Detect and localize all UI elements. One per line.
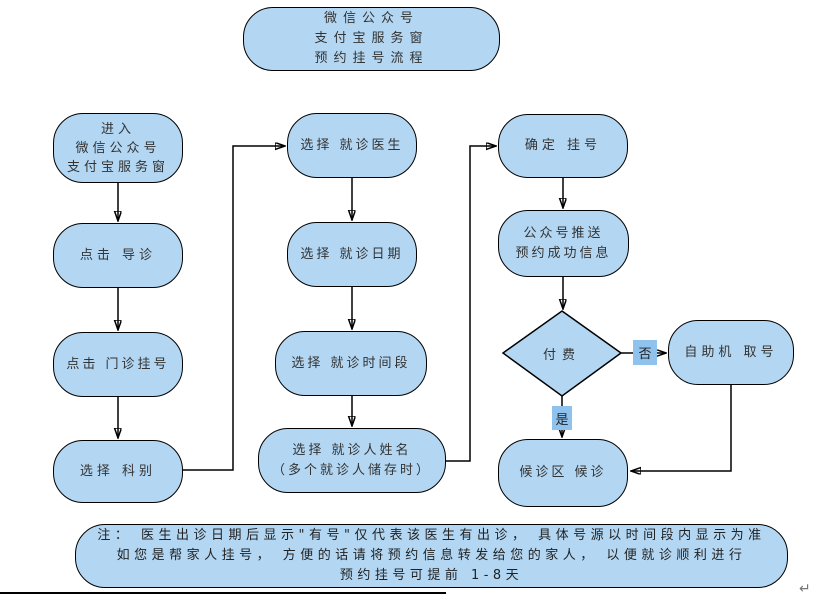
node-select-timeslot: 选择 就诊时间段 bbox=[275, 331, 427, 396]
page-bottom-border bbox=[0, 592, 446, 594]
payment-decision-diamond bbox=[501, 310, 623, 397]
waiting-area-label: 候诊区 候诊 bbox=[519, 465, 607, 480]
select-patient-line2: （多个就诊人储存时） bbox=[271, 462, 432, 478]
flow-title-line2: 支付宝服务窗 bbox=[314, 31, 429, 46]
node-flow-title: 微信公众号 支付宝服务窗 预约挂号流程 bbox=[243, 7, 500, 71]
self-service-machine-label: 自助机 取号 bbox=[684, 344, 778, 360]
enter-channels-line3: 支付宝服务窗 bbox=[66, 159, 169, 175]
paragraph-return-mark: ↵ bbox=[799, 581, 811, 597]
note-line2: 如您是帮家人挂号， 方便的话请将预约信息转发给您的家人， 以便就诊顺利进行 bbox=[116, 548, 747, 563]
connector-patient-to-confirm bbox=[446, 146, 495, 462]
note-line3: 预约挂号可提前 1-8天 bbox=[339, 568, 524, 583]
node-click-outpatient-register: 点击 门诊挂号 bbox=[53, 332, 183, 397]
select-date-label: 选择 就诊日期 bbox=[300, 246, 404, 262]
node-enter-channels: 进入 微信公众号 支付宝服务窗 bbox=[53, 113, 183, 183]
note-line1: 注： 医生出诊日期后显示"有号"仅代表该医生有出诊， 具体号源以时间段内显示为准 bbox=[97, 528, 766, 543]
decision-branch-no-label: 否 bbox=[633, 340, 657, 365]
push-message-line1: 公众号推送 bbox=[523, 225, 604, 241]
node-select-doctor: 选择 就诊医生 bbox=[287, 113, 417, 178]
select-timeslot-label: 选择 就诊时间段 bbox=[291, 355, 411, 371]
connector-dept-to-doctor bbox=[183, 146, 284, 471]
connector-machine-to-wait bbox=[632, 385, 732, 471]
click-outpatient-label: 点击 门诊挂号 bbox=[66, 356, 170, 372]
flow-title-line3: 预约挂号流程 bbox=[314, 51, 429, 66]
push-message-line2: 预约成功信息 bbox=[515, 245, 612, 261]
confirm-registration-label: 确定 挂号 bbox=[524, 138, 602, 153]
node-select-date: 选择 就诊日期 bbox=[287, 222, 417, 287]
enter-channels-line1: 进入 bbox=[100, 121, 135, 137]
node-waiting-area: 候诊区 候诊 bbox=[498, 439, 628, 507]
select-patient-line1: 选择 就诊人姓名 bbox=[292, 442, 412, 458]
note-box: 注： 医生出诊日期后显示"有号"仅代表该医生有出诊， 具体号源以时间段内显示为准… bbox=[75, 524, 788, 588]
node-select-department: 选择 科别 bbox=[53, 440, 183, 503]
select-department-label: 选择 科别 bbox=[79, 463, 157, 479]
enter-channels-line2: 微信公众号 bbox=[75, 140, 161, 156]
node-click-guide: 点击 导诊 bbox=[53, 223, 183, 288]
node-select-patient-name: 选择 就诊人姓名 （多个就诊人储存时） bbox=[258, 428, 446, 493]
select-doctor-label: 选择 就诊医生 bbox=[300, 137, 404, 153]
flow-title-line1: 微信公众号 bbox=[323, 11, 419, 26]
payment-decision-label: 付费 bbox=[542, 347, 581, 363]
node-push-success-message: 公众号推送 预约成功信息 bbox=[498, 210, 629, 277]
decision-branch-yes-label: 是 bbox=[552, 406, 572, 430]
click-guide-label: 点击 导诊 bbox=[79, 247, 157, 263]
node-confirm-registration: 确定 挂号 bbox=[498, 114, 628, 178]
node-self-service-machine: 自助机 取号 bbox=[668, 320, 794, 385]
